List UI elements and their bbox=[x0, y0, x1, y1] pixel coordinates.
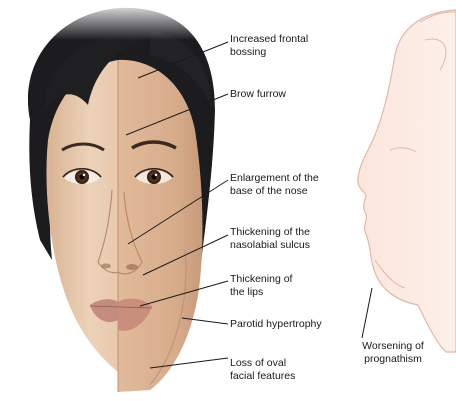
label-frontal-bossing: Increased frontal bossing bbox=[230, 33, 308, 58]
label-lips: Thickening of the lips bbox=[230, 273, 292, 298]
label-parotid: Parotid hypertrophy bbox=[230, 318, 322, 331]
leader-prognathism bbox=[362, 288, 372, 338]
profile-head bbox=[358, 10, 456, 352]
label-nose-base: Enlargement of the base of the nose bbox=[230, 172, 319, 197]
label-brow-furrow: Brow furrow bbox=[230, 88, 286, 101]
front-face bbox=[0, 0, 230, 392]
label-prognathism: Worsening of prognathism bbox=[343, 340, 443, 365]
label-oval-features: Loss of oval facial features bbox=[230, 357, 295, 382]
side-profile bbox=[358, 10, 456, 352]
label-nasolabial-sulcus: Thickening of the nasolabial sulcus bbox=[230, 226, 310, 251]
